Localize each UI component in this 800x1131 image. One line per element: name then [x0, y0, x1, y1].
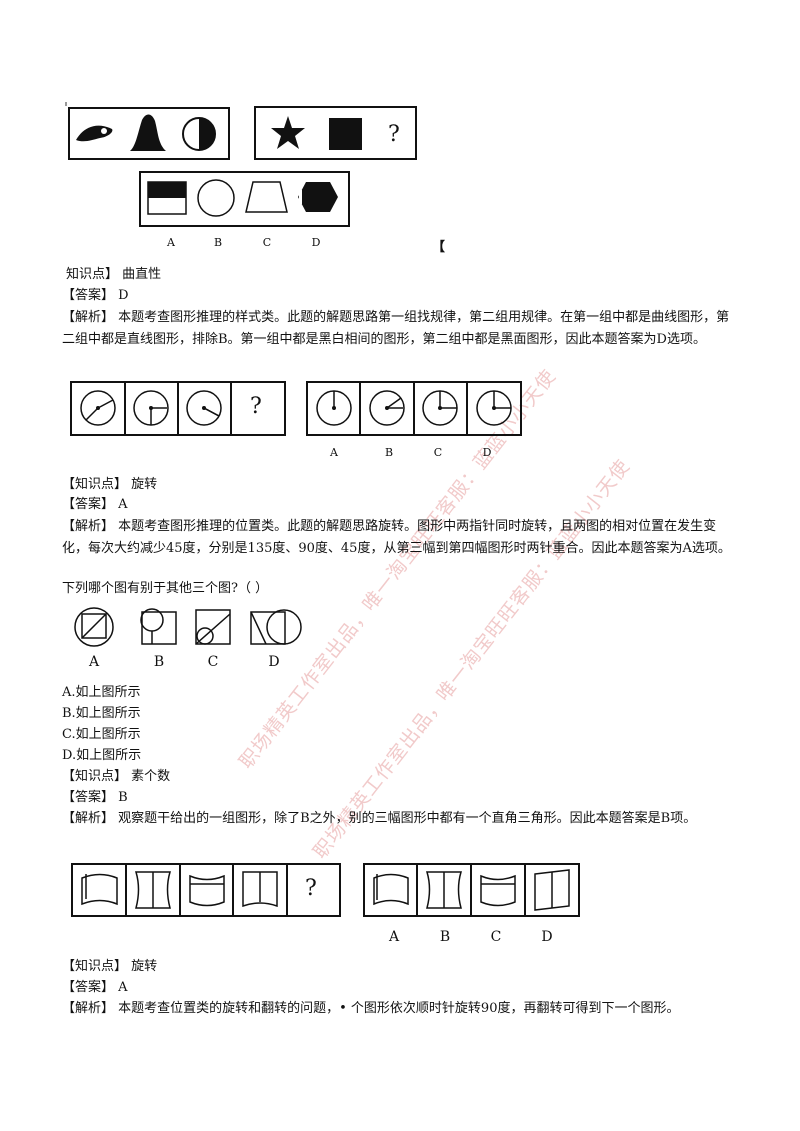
q3-option-a: A.如上图所示 [62, 685, 141, 700]
q4-question-mark: ? [305, 876, 317, 901]
q1-knowledge-point: 知识点】 曲直性 [66, 267, 162, 282]
q2-knowledge-point: 【知识点】 旋转 [62, 477, 158, 492]
q3-option-label-a: A [88, 654, 100, 670]
q1-option-label-b: B [213, 236, 223, 249]
q2-question-mark: ? [250, 394, 262, 419]
q2-option-label-a: A [330, 446, 338, 459]
q2-option-label-c: C [433, 446, 443, 459]
q1-answer: 【答案】 D [62, 288, 129, 303]
q2-stem-figure [70, 381, 522, 436]
q1-option-label-a: A [167, 236, 175, 249]
q4-option-label-a: A [388, 929, 400, 945]
q1-analysis: 【解析】 本题考查图形推理的样式类。此题的解题思路第一组找规律，第二组用规律。在… [62, 310, 730, 347]
q2-option-label-d: D [482, 446, 492, 459]
q1-stem-figure [65, 102, 417, 227]
q4-knowledge-point: 【知识点】 旋转 [62, 959, 158, 974]
q1-question-mark: ? [388, 122, 400, 147]
q4-option-label-c: C [490, 929, 502, 945]
q3-answer: 【答案】 B [62, 790, 128, 805]
q3-option-figures [74, 607, 302, 647]
q3-option-b: B.如上图所示 [62, 706, 141, 721]
q2-answer: 【答案】 A [62, 497, 128, 512]
q2-analysis: 【解析】 本题考查图形推理的位置类。此题的解题思路旋转。图形中两指针同时旋转，且… [62, 519, 731, 556]
q4-stem-figure [71, 863, 580, 917]
q4-answer: 【答案】 A [62, 980, 128, 995]
q3-option-label-c: C [207, 654, 219, 670]
q1-option-label-c: C [262, 236, 272, 249]
q3-question: 下列哪个图有别于其他三个图?（ ） [62, 581, 269, 596]
q3-knowledge-point: 【知识点】 素个数 [62, 769, 171, 784]
q4-analysis: 【解析】 本题考查位置类的旋转和翻转的问题，• 个图形依次顺时针旋转90度，再翻… [62, 1001, 680, 1016]
q4-option-label-d: D [541, 929, 553, 945]
q3-option-label-d: D [268, 654, 280, 670]
stray-bracket: 【 [432, 240, 446, 255]
q1-option-label-d: D [311, 236, 321, 249]
q3-option-label-b: B [153, 654, 165, 670]
q3-option-d: D.如上图所示 [62, 748, 142, 763]
q2-option-label-b: B [384, 446, 394, 459]
q3-analysis: 【解析】 观察题干给出的一组图形，除了B之外，别的三幅图形中都有一个直角三角形。… [62, 811, 697, 826]
q3-option-c: C.如上图所示 [62, 727, 141, 742]
q4-option-label-b: B [439, 929, 451, 945]
